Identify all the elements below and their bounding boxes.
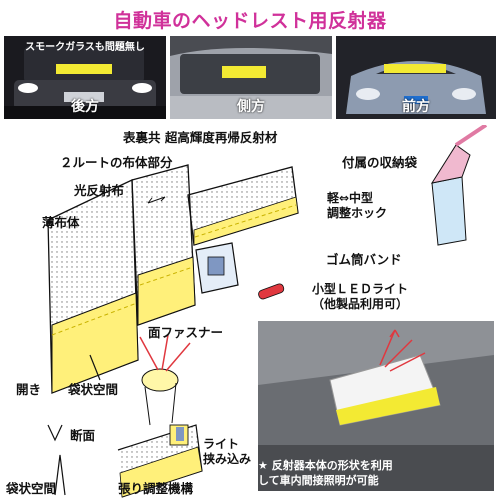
label-rubber-band: ゴム筒バンド	[326, 252, 402, 267]
label-tension: 張り調整機構	[118, 481, 194, 496]
label-bag-space-bottom: 袋状空間	[6, 481, 57, 496]
label-material: 表裏共 超高輝度再帰反射材	[123, 130, 278, 145]
label-opening: 開き	[16, 382, 42, 397]
middle-panel	[131, 164, 196, 326]
label-two-route: ２ルートの布体部分	[60, 155, 173, 170]
photo-rear: スモークガラスも問題無し 後方	[4, 36, 166, 119]
led-line1: 小型ＬＥＤライト	[312, 282, 409, 296]
cross-section	[117, 368, 203, 498]
label-fastener: 面ファスナー	[148, 325, 224, 340]
led-light	[258, 283, 285, 300]
label-cross-section: 断面	[70, 428, 96, 443]
light-insert-line1: ライト	[203, 437, 240, 451]
rubber-band	[195, 242, 239, 294]
label-light-insert: ライト 挟み込み	[203, 437, 251, 467]
interior-note: ★ 反射器本体の形状を利用 して車内間接照明が可能	[258, 458, 496, 488]
hook-line2: 調整ホック	[327, 206, 388, 220]
label-thin-cloth: 薄布体	[42, 215, 80, 230]
rear-car-image	[4, 36, 166, 119]
label-light-reflect: 光反射布	[74, 183, 125, 198]
label-led: 小型ＬＥＤライト （他製品利用可）	[312, 282, 408, 312]
star-icon: ★	[258, 459, 268, 472]
label-bag-space: 袋状空間	[68, 382, 119, 397]
label-hook: 軽⇔中型 調整ホック	[327, 191, 387, 221]
led-line2: （他製品利用可）	[312, 297, 409, 311]
right-panel	[187, 166, 299, 246]
note-line2: して車内間接照明が可能	[258, 474, 379, 487]
rear-caption: 後方	[71, 99, 99, 115]
hook-line1: 軽⇔中型	[327, 191, 374, 205]
note-line1: 反射器本体の形状を利用	[271, 459, 393, 472]
side-caption: 側方	[237, 99, 265, 115]
reflector-diagram	[47, 125, 494, 498]
label-storage-bag: 付属の収納袋	[342, 155, 418, 170]
rear-photo-note: スモークガラスも問題無し	[25, 42, 145, 53]
storage-bag	[430, 125, 488, 246]
left-panel	[47, 178, 139, 394]
photo-side: 側方	[170, 36, 332, 119]
page-title: 自動車のヘッドレスト用反射器	[113, 10, 387, 32]
front-car-image	[336, 36, 496, 119]
side-car-image	[170, 36, 332, 119]
front-caption: 前方	[402, 99, 430, 115]
interior-photo	[258, 321, 494, 491]
light-insert-line2: 挟み込み	[203, 452, 252, 466]
photo-front: 前方	[336, 36, 496, 119]
